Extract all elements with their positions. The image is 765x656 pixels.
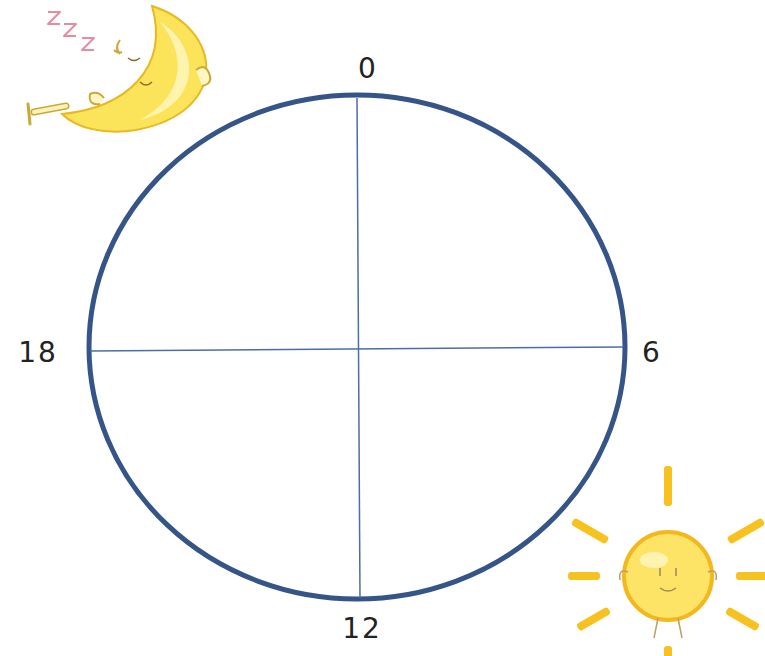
hour-number: 6 bbox=[642, 336, 662, 369]
moon-icon bbox=[28, 6, 210, 132]
hour-number: 0 bbox=[358, 52, 378, 85]
hour-number: 18 bbox=[18, 336, 58, 369]
vertical-axis bbox=[357, 98, 360, 598]
horizontal-axis bbox=[90, 347, 623, 351]
hour-number: 12 bbox=[342, 612, 382, 645]
sun-icon bbox=[568, 466, 765, 656]
clock-circle bbox=[89, 95, 625, 599]
